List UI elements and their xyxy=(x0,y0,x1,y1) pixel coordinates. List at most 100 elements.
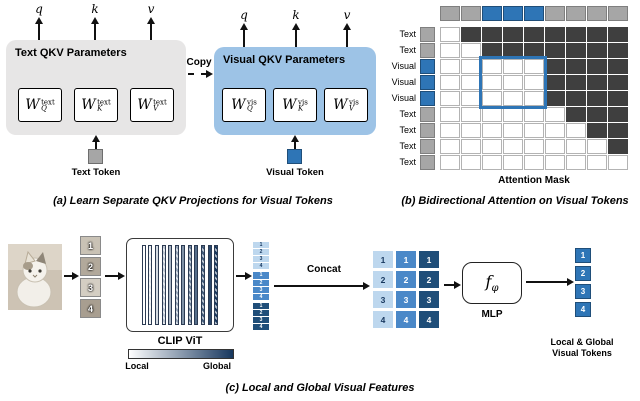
mask-cell xyxy=(587,27,607,42)
mask-cell xyxy=(461,155,481,170)
layer-feature-square: 4 xyxy=(253,293,269,300)
mask-cell xyxy=(608,139,628,154)
mask-column-indicator xyxy=(566,6,586,21)
mask-cell xyxy=(503,123,523,138)
k-arrow-text xyxy=(91,17,99,40)
mask-row-label: Text xyxy=(399,29,416,39)
mask-cell xyxy=(461,75,481,90)
mask-row-indicator xyxy=(420,123,435,138)
layer-feature-square: 3 xyxy=(253,317,269,324)
mask-cell xyxy=(566,91,586,106)
attention-mask-title: Attention Mask xyxy=(498,175,570,186)
caption-c: (c) Local and Global Visual Features xyxy=(225,382,415,394)
w-sub: K xyxy=(298,104,304,113)
mask-cell xyxy=(545,155,565,170)
v-label-visual: v xyxy=(343,8,351,22)
v-arrow-visual xyxy=(343,23,351,47)
vit-layer-bar xyxy=(148,245,153,325)
concat-grid-cell: 3 xyxy=(372,290,394,309)
w-sub: V xyxy=(153,104,159,113)
concat-grid-cell: 2 xyxy=(418,270,440,289)
vit-layer-bar xyxy=(201,245,206,325)
caption-a: (a) Learn Separate QKV Projections for V… xyxy=(53,195,333,207)
grid-to-mlp-arrow xyxy=(444,281,461,289)
mask-cell xyxy=(566,27,586,42)
clip-vit-label: CLIP ViT xyxy=(157,335,203,347)
text-qkv-title: Text QKV Parameters xyxy=(15,47,127,59)
mask-cell xyxy=(587,59,607,74)
mask-cell xyxy=(545,75,565,90)
mask-cell xyxy=(440,139,460,154)
mask-cell xyxy=(461,27,481,42)
w-base: W xyxy=(333,97,348,113)
concat-grid-cell: 2 xyxy=(372,270,394,289)
mask-cell xyxy=(608,43,628,58)
concat-grid-cell: 1 xyxy=(372,250,394,269)
w-sub: Q xyxy=(247,104,253,113)
mask-cell xyxy=(524,155,544,170)
concat-grid-cell: 1 xyxy=(418,250,440,269)
mask-row-indicator xyxy=(420,139,435,154)
mask-cell xyxy=(587,139,607,154)
layer-feature-square: 4 xyxy=(253,263,269,270)
mask-cell xyxy=(482,27,502,42)
k-arrow-visual xyxy=(292,23,300,47)
mask-cell xyxy=(545,123,565,138)
w-base: W xyxy=(25,97,40,113)
mask-column-indicator xyxy=(503,6,523,21)
mask-row-indicator xyxy=(420,91,435,106)
mask-cell xyxy=(461,123,481,138)
v-label-text: v xyxy=(147,2,155,16)
vit-layer-bar xyxy=(181,245,186,325)
mask-cell xyxy=(566,59,586,74)
mask-row-label: Text xyxy=(399,109,416,119)
mask-cell xyxy=(587,107,607,122)
mlp-label: MLP xyxy=(481,309,503,320)
visual-token-square xyxy=(287,149,302,164)
mask-row-label: Text xyxy=(399,125,416,135)
vit-to-features-arrow xyxy=(236,272,252,280)
mask-row-indicator xyxy=(420,27,435,42)
mask-row-indicator xyxy=(420,43,435,58)
mask-column-indicator xyxy=(482,6,502,21)
mask-row-indicator xyxy=(420,107,435,122)
layer-feature-square: 3 xyxy=(253,256,269,263)
visual-qkv-title: Visual QKV Parameters xyxy=(223,54,346,66)
mask-cell xyxy=(545,139,565,154)
mask-cell xyxy=(461,107,481,122)
mask-cell xyxy=(503,59,523,74)
image-to-patches-arrow xyxy=(64,272,79,280)
output-token-square: 2 xyxy=(575,266,591,281)
mask-cell xyxy=(524,59,544,74)
k-label-visual: k xyxy=(292,8,300,22)
mask-cell xyxy=(461,43,481,58)
mask-cell xyxy=(461,59,481,74)
visual-token-label: Visual Token xyxy=(266,167,324,178)
layer-feature-square: 3 xyxy=(253,286,269,293)
concat-grid-cell: 3 xyxy=(418,290,440,309)
mask-cell xyxy=(608,27,628,42)
w-base: W xyxy=(231,97,246,113)
mask-cell xyxy=(524,107,544,122)
mask-cell xyxy=(608,155,628,170)
q-arrow-visual xyxy=(240,23,248,47)
mask-cell xyxy=(566,75,586,90)
w-base: W xyxy=(81,97,96,113)
concat-grid-cell: 2 xyxy=(395,270,417,289)
w-sub: K xyxy=(97,104,103,113)
mlp-fn-sub: φ xyxy=(491,283,499,295)
mask-cell xyxy=(545,91,565,106)
mask-row-label: Visual xyxy=(391,93,416,103)
mask-cell xyxy=(566,139,586,154)
layer-feature-square: 1 xyxy=(253,242,269,249)
mask-cell xyxy=(440,75,460,90)
mask-column-indicator xyxy=(608,6,628,21)
mask-column-indicator xyxy=(524,6,544,21)
mask-cell xyxy=(482,59,502,74)
